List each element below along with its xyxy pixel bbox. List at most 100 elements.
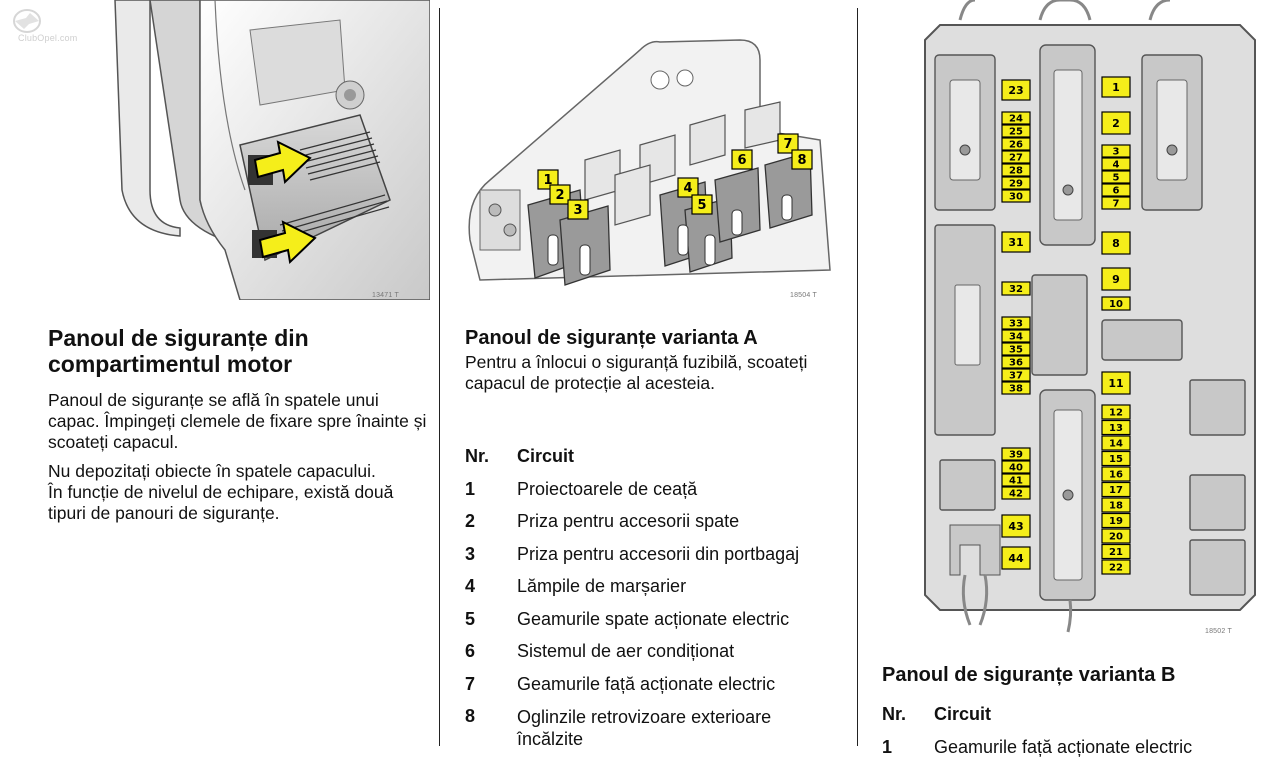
- variant-a-fuse-label: 7: [777, 133, 799, 154]
- svg-text:19: 19: [1109, 516, 1123, 527]
- watermark-text: ClubOpel.com: [18, 33, 78, 43]
- table-header: Nr. Circuit: [882, 704, 1257, 737]
- svg-text:43: 43: [1008, 520, 1023, 533]
- svg-text:20: 20: [1109, 532, 1123, 543]
- svg-text:12: 12: [1109, 408, 1123, 419]
- variant-b-fuse-label: 37: [1001, 368, 1031, 382]
- variant-b-fuse-label: 1: [1101, 76, 1131, 98]
- svg-text:31: 31: [1008, 236, 1023, 249]
- row-nr: 6: [465, 641, 476, 661]
- variant-b-fuse-label: 16: [1101, 466, 1131, 482]
- row-nr: 1: [882, 736, 893, 757]
- variant-b-fuse-label: 33: [1001, 316, 1031, 330]
- svg-text:41: 41: [1009, 476, 1023, 487]
- variant-b-fuse-label: 34: [1001, 329, 1031, 343]
- variant-b-fuse-label: 17: [1101, 481, 1131, 498]
- watermark: [2, 5, 112, 55]
- paragraph-location: Panoul de siguranțe se află în spatele u…: [48, 390, 427, 452]
- variant-a-fuse-label: 8: [791, 149, 813, 170]
- row-circuit: Proiectoarele de ceață: [517, 478, 698, 499]
- table-header: Nr. Circuit: [465, 446, 850, 479]
- cover-clips-illustration: [10, 0, 430, 300]
- row-nr: 1: [465, 478, 476, 499]
- svg-text:1: 1: [1112, 81, 1120, 94]
- variant-b-fuse-label: 22: [1101, 559, 1131, 575]
- row-nr: 3: [465, 543, 476, 564]
- header-circuit: Circuit: [517, 446, 575, 466]
- figure-code: 18502 T: [1205, 628, 1232, 635]
- svg-text:36: 36: [1009, 358, 1023, 369]
- svg-text:29: 29: [1009, 179, 1023, 190]
- svg-text:26: 26: [1009, 140, 1023, 151]
- variant-b-fuse-label: 3: [1101, 144, 1131, 158]
- variant-b-fuse-label: 38: [1001, 381, 1031, 395]
- svg-text:17: 17: [1109, 485, 1123, 496]
- svg-text:39: 39: [1009, 450, 1023, 461]
- variant-b-fuse-label: 4: [1101, 157, 1131, 171]
- variant-b-fuse-label: 11: [1101, 371, 1131, 395]
- svg-text:7: 7: [783, 137, 792, 152]
- variant-b-fuse-label: 18: [1101, 497, 1131, 513]
- heading-variant-a: Panoul de siguranțe varianta A: [465, 327, 758, 349]
- svg-text:21: 21: [1109, 547, 1123, 558]
- variant-a-fuse-label: 6: [731, 149, 753, 170]
- svg-text:7: 7: [1113, 199, 1120, 210]
- variant-b-fuse-label: 5: [1101, 170, 1131, 184]
- watermark-logo: [13, 9, 41, 33]
- variant-b-fuse-label: 40: [1001, 460, 1031, 474]
- svg-text:13: 13: [1109, 423, 1123, 434]
- svg-text:10: 10: [1109, 299, 1123, 310]
- variant-b-fuse-label: 25: [1001, 124, 1031, 138]
- variant-b-fuse-label: 14: [1101, 435, 1131, 451]
- header-circuit: Circuit: [934, 704, 992, 724]
- svg-text:9: 9: [1112, 273, 1120, 286]
- variant-b-fuse-label: 43: [1001, 514, 1031, 538]
- variant-b-fuse-label: 15: [1101, 450, 1131, 467]
- variant-b-fuse-label: 30: [1001, 189, 1031, 203]
- row-circuit: Geamurile spate acționate electric: [517, 608, 790, 629]
- variant-b-fuse-label: 21: [1101, 543, 1131, 560]
- variant-a-fuse-label: 4: [677, 177, 699, 198]
- paragraph-variants: În funcție de nivelul de echipare, exist…: [48, 482, 394, 523]
- svg-text:40: 40: [1009, 463, 1023, 474]
- svg-text:3: 3: [1113, 147, 1120, 158]
- svg-text:30: 30: [1009, 192, 1023, 203]
- variant-b-fuse-label: 28: [1001, 163, 1031, 177]
- svg-text:34: 34: [1009, 332, 1023, 343]
- variant-b-fuse-label: 32: [1001, 281, 1031, 296]
- svg-text:3: 3: [573, 203, 582, 218]
- figure-code: 13471 T: [372, 292, 399, 299]
- svg-text:5: 5: [697, 198, 706, 213]
- variant-b-fuse-label: 23: [1001, 79, 1031, 101]
- variant-a-fuse-label: 1: [537, 169, 559, 190]
- variant-b-fuse-label: 24: [1001, 111, 1031, 125]
- table-row: 1 Proiectoarele de ceață: [465, 479, 850, 512]
- row-circuit: Oglinzile retrovizoare exterioare încălz…: [517, 707, 772, 749]
- heading-engine-compartment: Panoul de siguranțe din compartimentul m…: [48, 325, 309, 377]
- table-variant-b: Nr. Circuit 1 Geamurile față acționate el…: [882, 704, 1257, 769]
- paragraph-warning: Nu depozitați obiecte în spatele capacul…: [48, 461, 376, 481]
- variant-b-fuse-label: 7: [1101, 196, 1131, 210]
- svg-text:42: 42: [1009, 489, 1023, 500]
- svg-text:25: 25: [1009, 127, 1023, 138]
- svg-text:2: 2: [1112, 117, 1120, 130]
- variant-b-fuse-label: 6: [1101, 183, 1131, 197]
- svg-text:6: 6: [1113, 186, 1120, 197]
- variant-b-fuse-label: 41: [1001, 473, 1031, 487]
- figure-code: 18504 T: [790, 292, 817, 299]
- variant-b-fuse-label: 27: [1001, 150, 1031, 164]
- variant-b-fuse-label: 12: [1101, 404, 1131, 420]
- row-nr: 5: [465, 608, 476, 629]
- svg-text:28: 28: [1009, 166, 1023, 177]
- svg-text:27: 27: [1009, 153, 1023, 164]
- variant-b-fuse-label: 8: [1101, 231, 1131, 255]
- svg-text:6: 6: [737, 153, 746, 168]
- svg-text:37: 37: [1009, 371, 1023, 382]
- row-circuit: Geamurile față acționate electric: [934, 736, 1193, 757]
